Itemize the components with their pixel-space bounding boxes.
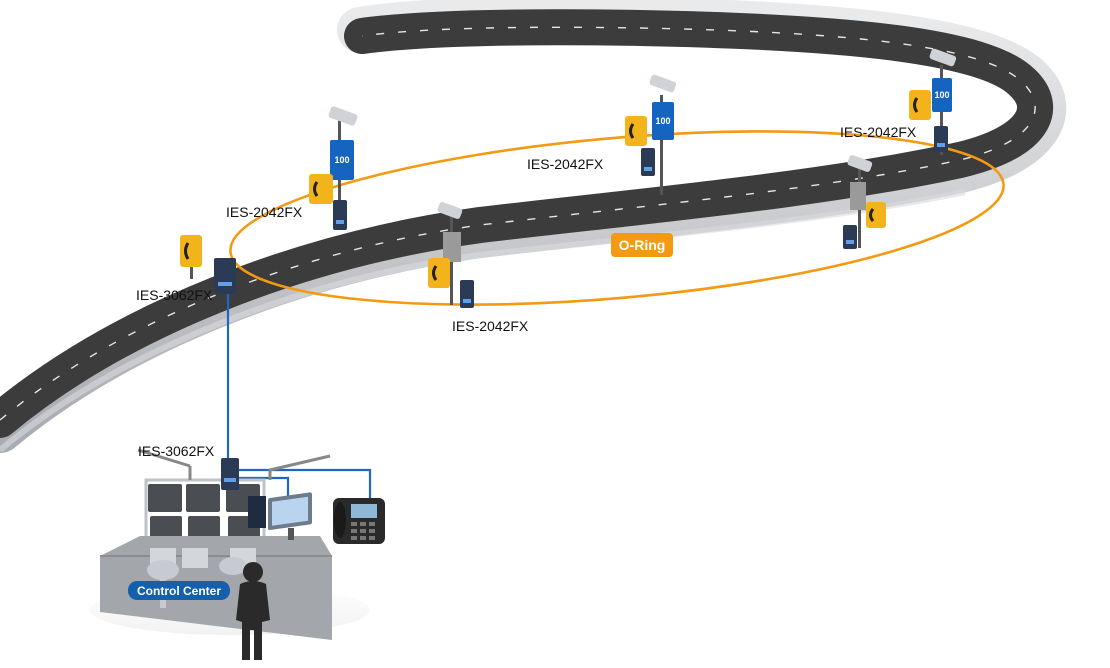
switch-label-ies-3062fx-control: IES-3062FX [138, 443, 215, 459]
speed-sign [652, 102, 674, 140]
emergency-phone-box [866, 202, 886, 228]
switch-label-ies-3062fx-road: IES-3062FX [136, 287, 213, 303]
o-ring-badge: O-Ring [611, 233, 673, 257]
roadside-station-4 [428, 202, 474, 308]
emergency-phone-box [625, 116, 647, 146]
emergency-phone-box [909, 90, 931, 120]
speed-sign [932, 78, 952, 112]
control-center-badge: Control Center [128, 581, 230, 600]
speed-sign [330, 140, 354, 180]
pc-tower [248, 496, 266, 528]
speed-sign-value: 100 [655, 116, 670, 126]
switch-device [641, 148, 655, 176]
switch-device [460, 280, 474, 308]
switch-label-ies-2042fx-left: IES-2042FX [226, 204, 303, 220]
roadside-station-2: 100 [625, 74, 677, 195]
switch-label-ies-2042fx-bottom: IES-2042FX [452, 318, 529, 334]
speed-sign-value: 100 [934, 90, 949, 100]
monitor [268, 492, 312, 540]
switch-device [214, 258, 236, 294]
emergency-phone-box [180, 235, 202, 267]
roadside-station-5 [843, 155, 886, 249]
switch-device [221, 458, 239, 490]
emergency-phone-box [428, 258, 450, 288]
speed-sign-value: 100 [334, 155, 349, 165]
roadside-station-6 [180, 235, 236, 294]
highway [0, 0, 1067, 453]
operator-silhouette [236, 562, 270, 660]
o-ring-path [229, 130, 1005, 306]
telephone [333, 498, 385, 544]
equipment-cabinet [443, 232, 461, 262]
roadside-station-1: 100 [309, 106, 358, 230]
switch-label-ies-2042fx-right: IES-2042FX [840, 124, 917, 140]
switch-device [333, 200, 347, 230]
roadside-station-3: 100 [909, 48, 957, 155]
switch-device [934, 126, 948, 152]
switch-label-ies-2042fx-middle: IES-2042FX [527, 156, 604, 172]
control-center-illustration [90, 448, 385, 660]
emergency-phone-box [309, 174, 333, 204]
switch-device [843, 225, 857, 249]
video-wall [148, 484, 260, 542]
equipment-cabinet [850, 182, 866, 210]
